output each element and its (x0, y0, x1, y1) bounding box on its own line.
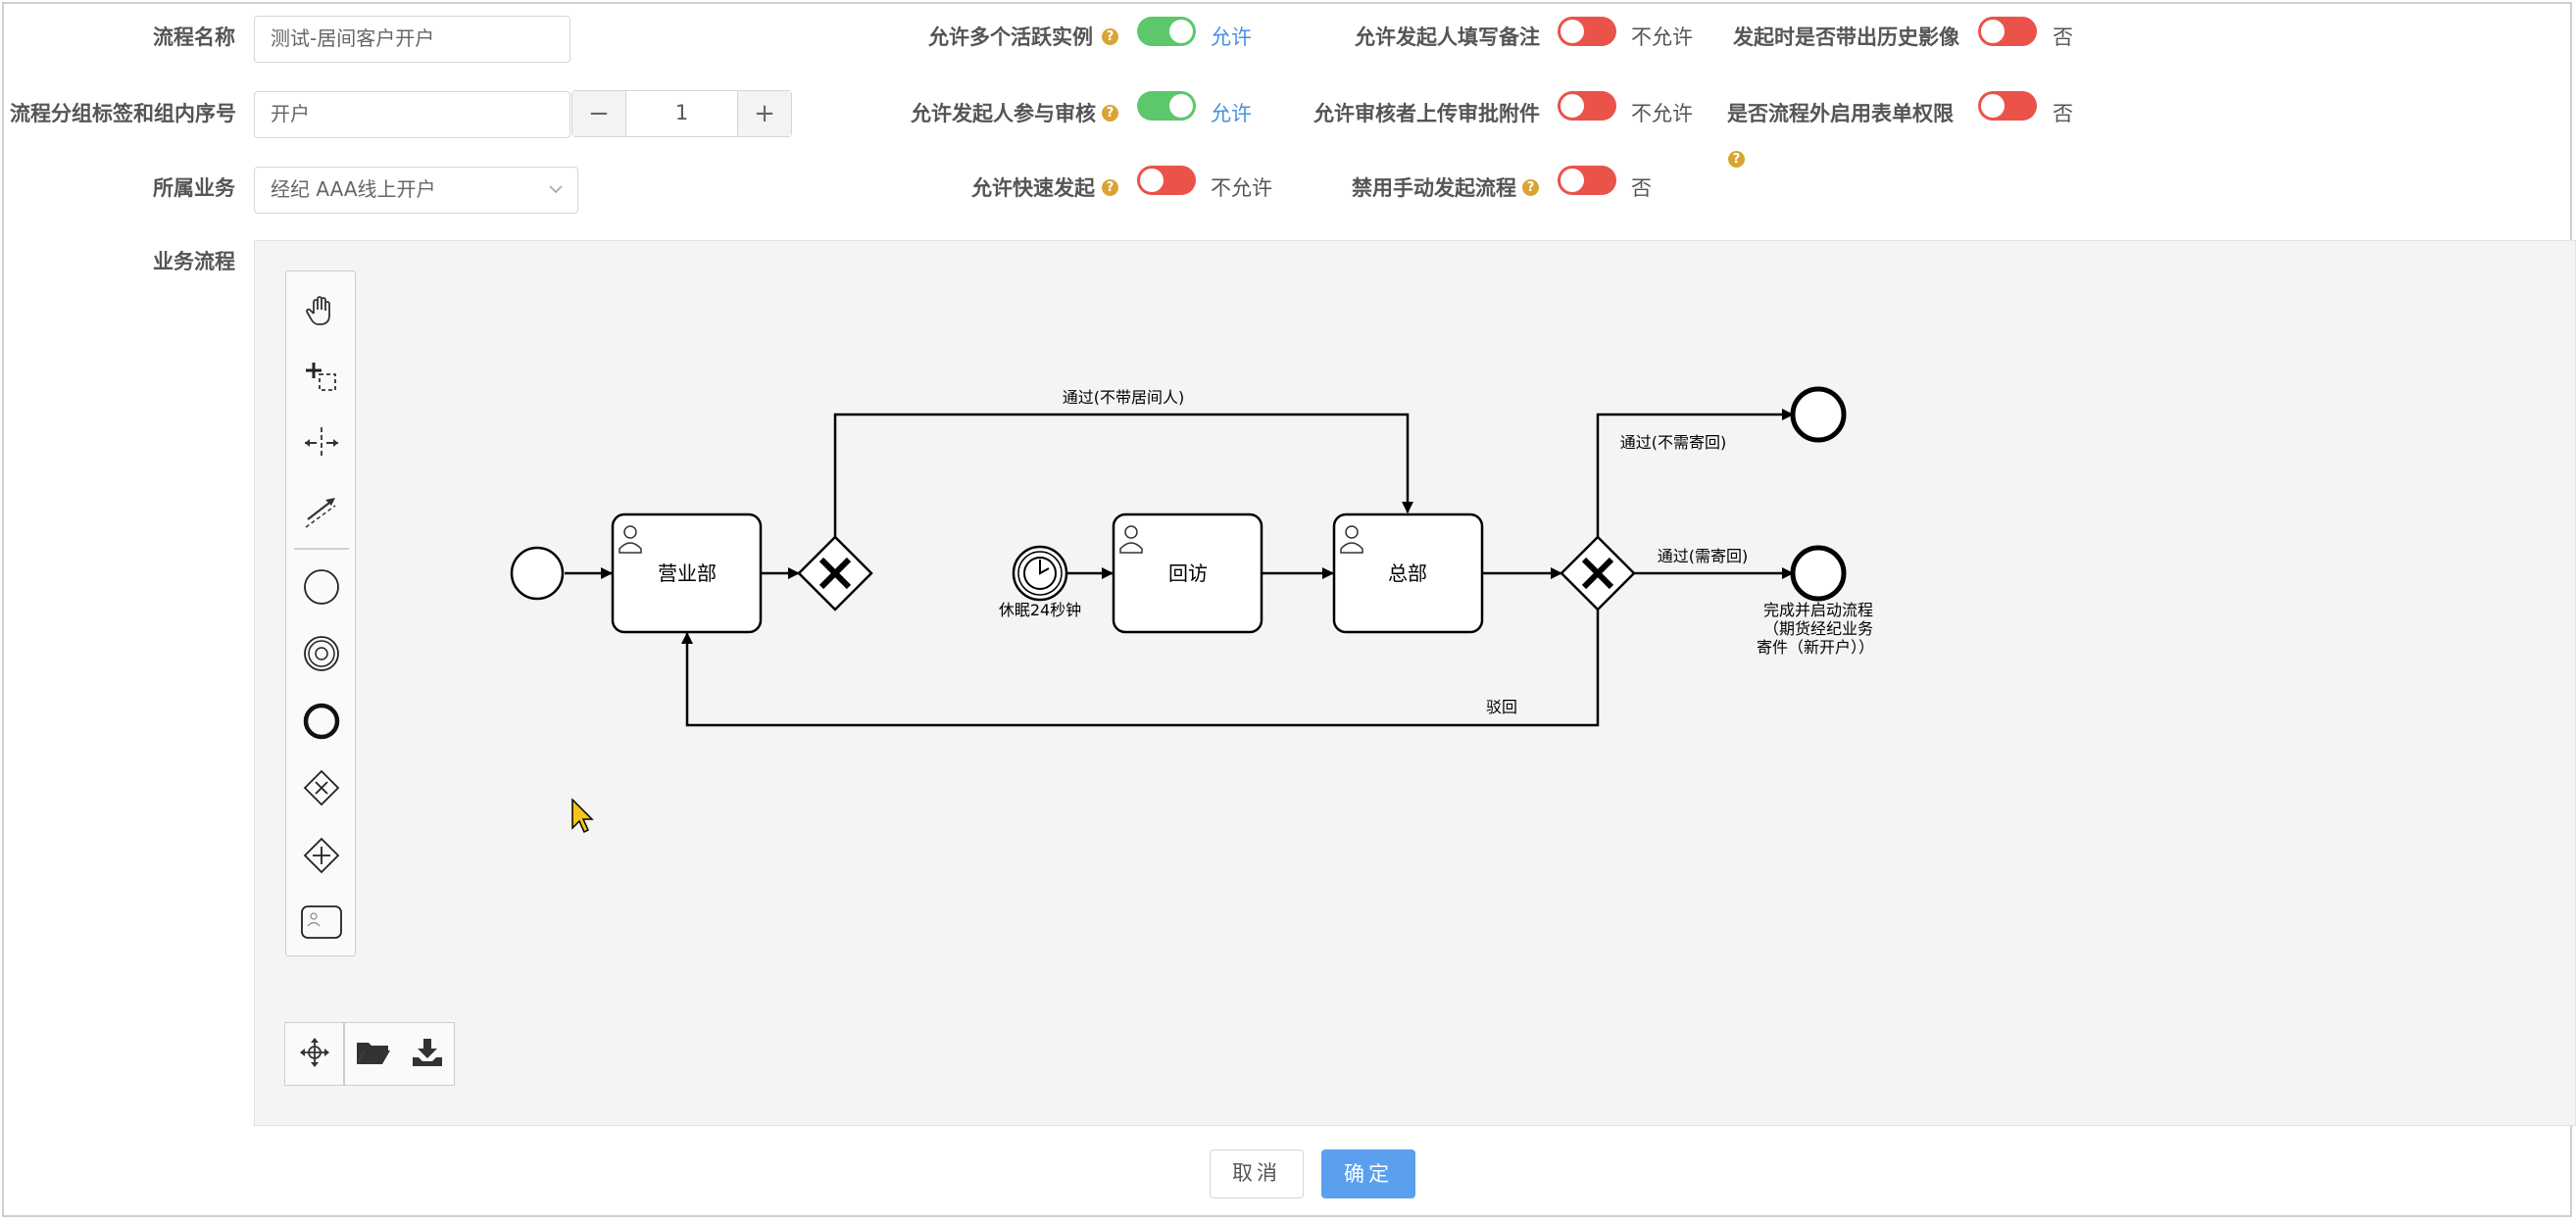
download-icon[interactable] (411, 1036, 444, 1073)
end-event-1[interactable] (1790, 386, 1847, 443)
process-name-input[interactable]: 测试-居间客户开户 (254, 16, 570, 63)
reset-position-icon[interactable] (298, 1036, 331, 1073)
bpmn-palette (285, 270, 356, 956)
allow-multi-instance-text: 允许 (1211, 25, 1252, 49)
space-tool-icon[interactable] (286, 414, 357, 472)
intermediate-event-icon[interactable] (286, 624, 357, 683)
disable-manual-start-label: 禁用手动发起流程 (1352, 176, 1516, 200)
process-label: 业务流程 (153, 250, 235, 273)
connect-tool-icon[interactable] (286, 480, 357, 539)
parallel-gateway-icon[interactable] (286, 826, 357, 885)
start-event[interactable] (510, 546, 565, 601)
user-task-icon[interactable] (286, 893, 357, 952)
palette-divider (294, 548, 349, 550)
process-name-label: 流程名称 (153, 25, 235, 49)
allow-reviewer-attachment-text: 不允许 (1631, 102, 1693, 125)
help-icon[interactable]: ? (1522, 179, 1539, 196)
allow-initiator-remark-label: 允许发起人填写备注 (1355, 25, 1540, 49)
exclusive-gateway-icon[interactable] (286, 758, 357, 817)
allow-initiator-remark-switch[interactable] (1558, 17, 1616, 46)
flow-label-return: 通过(需寄回) (1658, 547, 1749, 565)
allow-multi-instance-label: 允许多个活跃实例 (928, 25, 1093, 49)
canvas-tools (284, 1022, 344, 1086)
hand-tool-icon[interactable] (286, 280, 357, 339)
help-icon[interactable]: ? (1102, 105, 1118, 122)
timer-label: 休眠24秒钟 (999, 601, 1081, 619)
stepper-minus-button[interactable]: − (572, 91, 625, 136)
group-label: 流程分组标签和组内序号 (10, 102, 236, 125)
group-order-value[interactable]: 1 (625, 91, 738, 136)
timer-event[interactable] (1012, 545, 1068, 602)
end-event-label: 完成并启动流程 (1763, 601, 1873, 619)
cancel-button[interactable]: 取消 (1210, 1149, 1304, 1198)
task-hq[interactable]: 总部 (1332, 513, 1484, 634)
stepper-plus-button[interactable]: + (738, 91, 791, 136)
allow-initiator-review-switch[interactable] (1137, 91, 1196, 121)
form-permission-text: 否 (2053, 102, 2073, 125)
confirm-button[interactable]: 确定 (1321, 1149, 1415, 1198)
chevron-down-icon (548, 168, 564, 213)
allow-initiator-review-text: 允许 (1211, 102, 1252, 125)
disable-manual-start-switch[interactable] (1558, 166, 1616, 195)
end-event-label: （期货经纪业务 (1763, 619, 1873, 638)
bpmn-canvas[interactable] (254, 240, 2576, 1126)
allow-reviewer-attachment-switch[interactable] (1558, 91, 1616, 121)
open-folder-icon[interactable] (355, 1037, 392, 1072)
lasso-tool-icon[interactable] (286, 347, 357, 406)
allow-reviewer-attachment-label: 允许审核者上传审批附件 (1313, 102, 1540, 125)
history-images-label: 发起时是否带出历史影像 (1733, 25, 1959, 49)
group-tag-input[interactable]: 开户 (254, 91, 570, 138)
help-icon[interactable]: ? (1102, 179, 1118, 196)
form-permission-switch[interactable] (1978, 91, 2037, 121)
task-hq-label: 总部 (1388, 562, 1427, 585)
help-icon[interactable]: ? (1102, 28, 1118, 45)
task-visit-label: 回访 (1168, 562, 1208, 585)
end-event-icon[interactable] (286, 692, 357, 751)
group-order-stepper[interactable]: − 1 + (571, 90, 792, 137)
mouse-cursor-icon (571, 798, 594, 834)
disable-manual-start-text: 否 (1631, 176, 1652, 200)
allow-initiator-remark-text: 不允许 (1631, 25, 1693, 49)
file-tools (344, 1022, 455, 1086)
allow-quick-start-switch[interactable] (1137, 166, 1196, 195)
business-select-value: 经纪 AAA线上开户 (271, 177, 436, 201)
start-event-icon[interactable] (286, 558, 357, 616)
business-label: 所属业务 (153, 176, 235, 200)
exclusive-gateway-1[interactable] (797, 535, 873, 611)
help-icon[interactable]: ? (1728, 151, 1745, 168)
allow-multi-instance-switch[interactable] (1137, 17, 1196, 46)
end-event-2[interactable] (1790, 545, 1847, 602)
allow-initiator-review-label: 允许发起人参与审核 (911, 102, 1096, 125)
allow-quick-start-text: 不允许 (1211, 176, 1272, 200)
flow-label-no-return: 通过(不需寄回) (1620, 433, 1727, 452)
task-sales[interactable]: 营业部 (611, 513, 763, 634)
flow-label-reject: 驳回 (1486, 698, 1517, 716)
flow-label-no-agent: 通过(不带居间人) (1063, 388, 1185, 407)
business-select[interactable]: 经纪 AAA线上开户 (254, 167, 578, 214)
form-permission-label: 是否流程外启用表单权限 (1727, 102, 1954, 125)
task-sales-label: 营业部 (658, 562, 717, 585)
exclusive-gateway-2[interactable] (1560, 535, 1636, 611)
task-visit[interactable]: 回访 (1112, 513, 1263, 634)
allow-quick-start-label: 允许快速发起 (971, 176, 1095, 200)
history-images-switch[interactable] (1978, 17, 2037, 46)
history-images-text: 否 (2053, 25, 2073, 49)
end-event-label: 寄件（新开户）） (1757, 638, 1874, 657)
